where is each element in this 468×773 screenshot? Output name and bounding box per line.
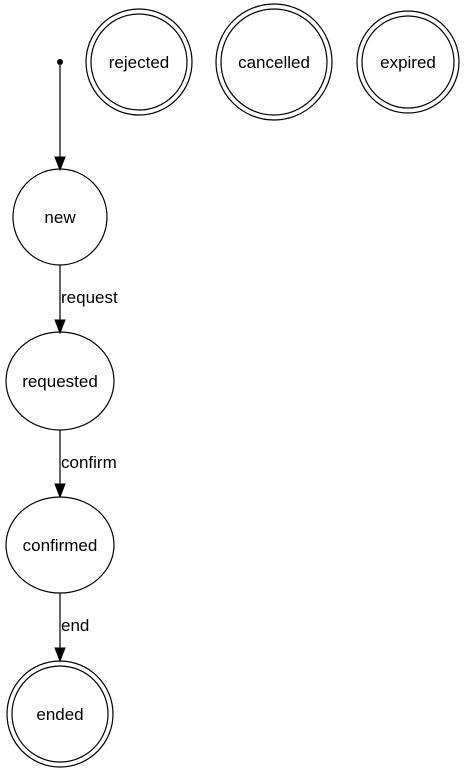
state-requested-label: requested: [22, 372, 98, 391]
state-cancelled: cancelled: [215, 3, 333, 121]
state-requested: requested: [5, 331, 115, 431]
initial-edge-arrowhead: [54, 156, 66, 172]
transition-confirm-arrowhead: [54, 483, 66, 499]
state-new-label: new: [44, 208, 76, 227]
state-confirmed: confirmed: [5, 496, 115, 594]
state-expired-outer-ring: [356, 10, 460, 114]
state-ended-label: ended: [36, 705, 83, 724]
transition-request: request: [54, 265, 118, 335]
state-rejected: rejected: [85, 8, 193, 116]
state-expired-label: expired: [380, 53, 436, 72]
state-rejected-inner-ring: [90, 13, 188, 111]
state-ended-inner-ring: [11, 665, 109, 763]
state-cancelled-label: cancelled: [238, 53, 310, 72]
state-rejected-outer-ring: [85, 8, 193, 116]
transition-confirm: confirm: [54, 430, 117, 499]
transition-confirm-label: confirm: [61, 453, 117, 472]
state-ended-outer-ring: [6, 660, 114, 768]
state-cancelled-inner-ring: [220, 8, 328, 116]
transition-end-label: end: [61, 616, 89, 635]
state-ended: ended: [6, 660, 114, 768]
state-confirmed-label: confirmed: [23, 536, 98, 555]
transition-end-arrowhead: [54, 647, 66, 663]
transition-request-label: request: [61, 288, 118, 307]
state-rejected-label: rejected: [109, 53, 169, 72]
state-new: new: [12, 168, 108, 266]
transition-end: end: [54, 593, 89, 663]
transition-request-arrowhead: [54, 319, 66, 335]
initial-state-dot: [57, 59, 63, 65]
state-cancelled-outer-ring: [215, 3, 333, 121]
state-expired-inner-ring: [361, 15, 455, 109]
state-expired: expired: [356, 10, 460, 114]
initial-transition: [54, 59, 66, 172]
